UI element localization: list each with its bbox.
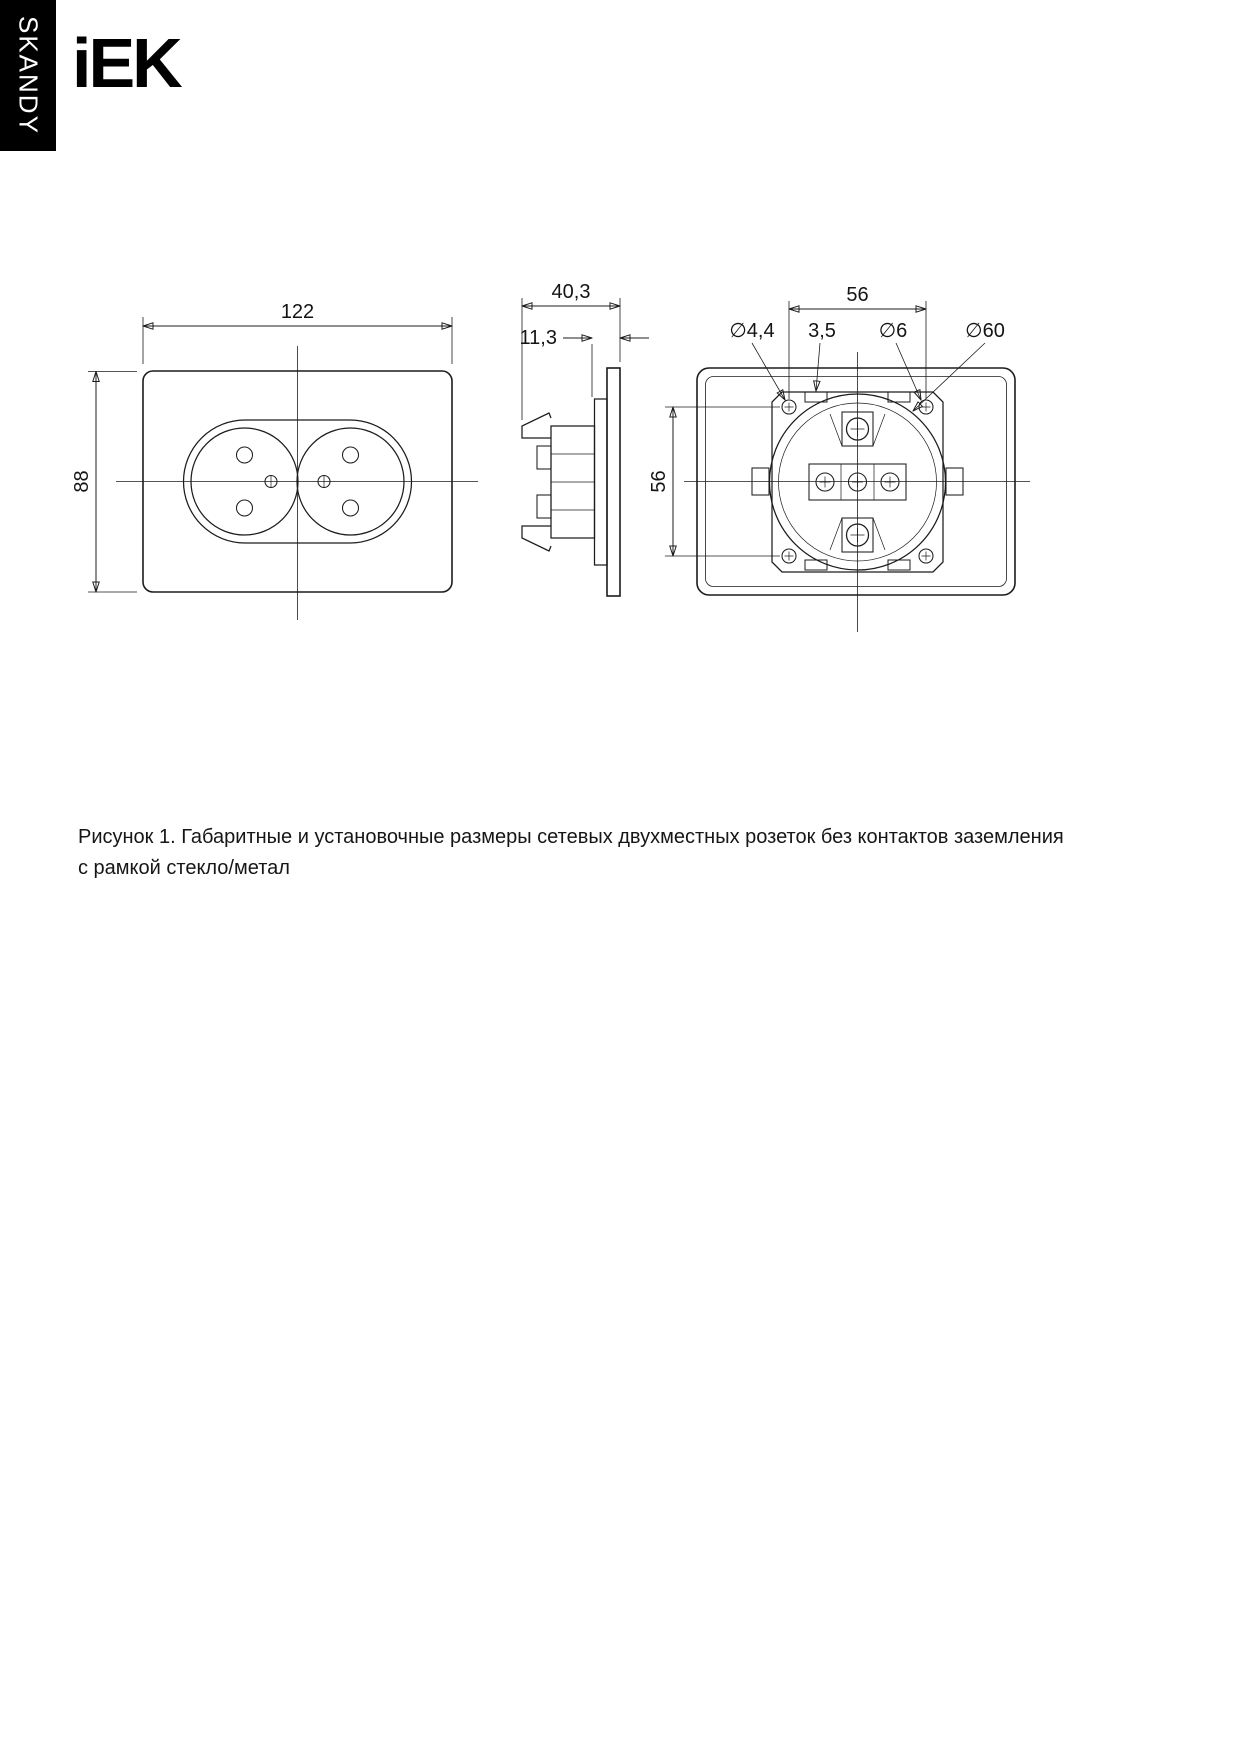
socket-screws: [264, 474, 331, 489]
mechanism-body-details: [536, 445, 595, 519]
front-plate-outline: [142, 370, 453, 593]
callout-mech-circle: ∅60: [913, 320, 1005, 411]
dimension-front-width: 122: [143, 301, 452, 364]
claw-screw-bottom: [829, 517, 886, 553]
callout-mount-hole-label: ∅4,4: [729, 320, 774, 342]
frame-slots: [804, 391, 911, 571]
callout-slot-label: 3,5: [808, 320, 836, 342]
side-view: 40,3 11,3: [520, 281, 649, 597]
side-tabs: [751, 467, 964, 496]
back-view-centerlines: [684, 352, 1030, 632]
dimension-front-height: 88: [71, 372, 137, 593]
dim-front-width-label: 122: [281, 301, 314, 323]
iek-logo: iEK: [72, 24, 183, 102]
claw-screw-top: [829, 411, 886, 447]
callout-screw-hole-label: ∅6: [879, 320, 908, 342]
callout-slot: 3,5: [808, 320, 836, 391]
dim-frame-depth-label: 11,3: [520, 327, 557, 349]
callout-screw-hole: ∅6: [879, 320, 921, 400]
right-socket-face: [296, 427, 405, 536]
callout-mech-circle-label: ∅60: [965, 320, 1005, 342]
front-view: 122 88: [71, 301, 478, 620]
socket-cover-outline: [182, 419, 413, 544]
terminal-block: [808, 463, 907, 501]
mounting-claws: [521, 412, 552, 552]
socket-pin-holes: [235, 446, 360, 517]
mechanism-inner-ring: [778, 402, 937, 562]
figure-caption: Рисунок 1. Габаритные и установочные раз…: [78, 826, 1064, 879]
dim-back-spacing-v-label: 56: [648, 470, 670, 492]
dim-back-spacing-h-label: 56: [846, 284, 868, 306]
dimension-frame-depth: 11,3: [520, 327, 649, 397]
dimension-side-depth: 40,3: [522, 281, 620, 420]
left-socket-face: [190, 427, 299, 536]
dimension-back-spacing-v: 56: [648, 407, 780, 556]
dimension-back-spacing-h: 56: [789, 284, 926, 399]
callout-mount-hole: ∅4,4: [729, 320, 785, 400]
frame-profile: [606, 367, 621, 597]
back-plate-outline: [696, 367, 1016, 596]
back-plate-inner-edge: [705, 376, 1007, 587]
back-view: 56 56 ∅4,4 3,5 ∅6 ∅60: [648, 284, 1030, 632]
mounting-frame: [771, 391, 944, 573]
dim-side-depth-label: 40,3: [552, 281, 591, 303]
dim-front-height-label: 88: [71, 470, 93, 492]
series-label: SKANDY: [13, 16, 44, 135]
sidebar-series-tab: SKANDY: [0, 0, 56, 151]
support-profile: [593, 398, 608, 566]
technical-drawing: 122 88 40,3: [71, 281, 1030, 632]
